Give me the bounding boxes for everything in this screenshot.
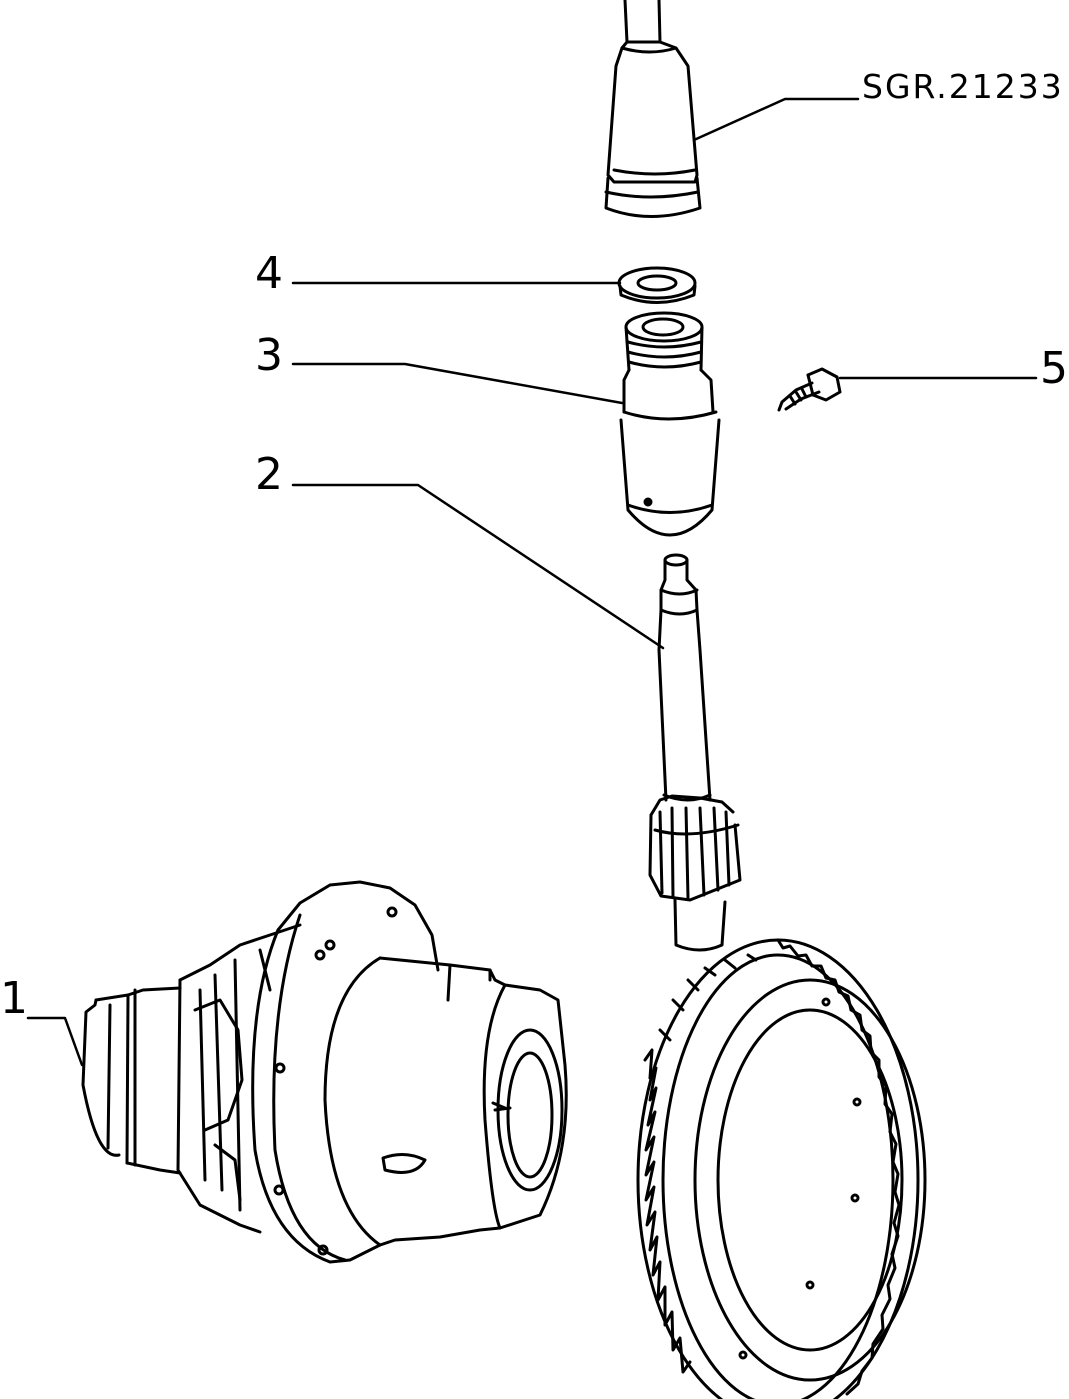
callout-2: 2 <box>255 449 283 500</box>
callout-1: 1 <box>0 973 28 1024</box>
callout-4: 4 <box>255 248 283 299</box>
leader-code <box>692 97 860 142</box>
leader-lines <box>26 97 1038 1067</box>
leader-3 <box>291 362 624 405</box>
callout-5: 5 <box>1040 343 1068 394</box>
callout-3: 3 <box>255 330 283 381</box>
speedometer-cable <box>604 0 702 218</box>
connector-sleeve-part-3 <box>619 311 721 537</box>
drawing-code-label: SGR.21233 <box>862 67 1064 106</box>
washer-part-4 <box>617 266 697 304</box>
crown-gear <box>636 938 927 1399</box>
differential-housing-part-1 <box>81 880 568 1264</box>
drive-pinion-part-2 <box>648 553 742 952</box>
leader-1 <box>26 1016 84 1067</box>
screw-part-5 <box>777 367 842 412</box>
leader-2 <box>291 483 665 650</box>
